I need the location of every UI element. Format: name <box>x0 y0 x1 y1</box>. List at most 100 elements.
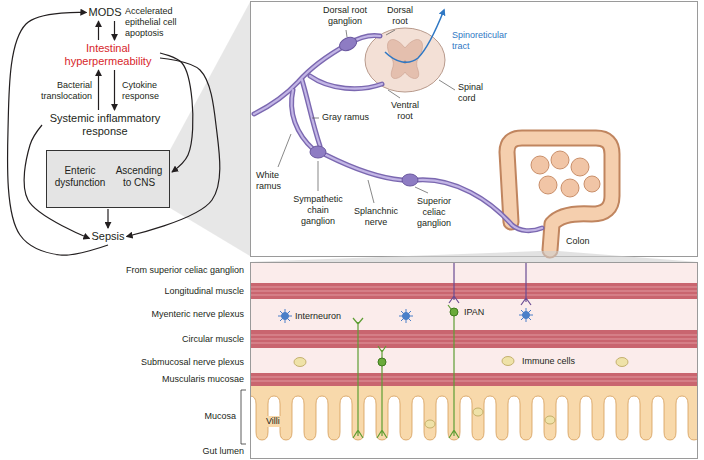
mucosa <box>251 386 697 446</box>
intestine-loop <box>561 179 579 197</box>
leader-line <box>388 90 400 98</box>
ventral-root <box>310 76 382 89</box>
colon <box>507 138 612 250</box>
part-label: Spinal cord <box>458 82 494 104</box>
interneuron-symbol <box>278 309 292 323</box>
immune-cell <box>425 420 435 428</box>
part-label: Dorsal root ganglion <box>314 5 376 27</box>
part-label: Villi <box>264 416 282 427</box>
part-label: From superior celiac ganglion <box>126 265 244 276</box>
part-label: IPAN <box>464 307 484 318</box>
part-label: Ventral root <box>385 100 425 122</box>
sensory-fibre <box>353 318 363 438</box>
interneuron-symbol <box>399 309 413 323</box>
splanchnic-nerve <box>326 155 402 180</box>
flow-term: Sepsis <box>91 230 124 243</box>
circular-muscle <box>251 330 697 348</box>
group-box: Enteric dysfunctionAscending to CNS <box>46 150 170 208</box>
part-label: Gut lumen <box>202 446 244 457</box>
spinal-nerve <box>254 35 380 114</box>
soma <box>403 313 410 320</box>
muscle-striation <box>251 377 697 381</box>
flow-term: Ascending to CNS <box>113 165 165 189</box>
flow-arrow <box>114 70 115 110</box>
nerve-core <box>254 35 542 230</box>
immune-cell <box>502 357 514 366</box>
immune-cell <box>473 408 483 416</box>
colon-wall <box>507 138 612 250</box>
leader-line <box>346 30 347 37</box>
node-text: Systemic inflammatory response <box>44 112 166 138</box>
ventral-root <box>310 76 382 89</box>
edge-label: Cytokine response <box>122 80 172 102</box>
immune-cells <box>294 357 628 429</box>
soma <box>282 313 289 320</box>
muscle-striation <box>251 335 697 343</box>
dendrites <box>519 308 533 322</box>
longitudinal-muscle <box>251 283 697 299</box>
flow-arrow <box>98 70 99 110</box>
part-label: Longitudinal muscle <box>164 286 244 297</box>
part-label: Circular muscle <box>182 334 244 345</box>
sympathetic-ganglion <box>310 146 326 158</box>
muscle-striations <box>251 287 697 381</box>
gray-ramus <box>302 80 320 146</box>
submucosal-process <box>377 346 387 438</box>
extrinsic-fibre <box>521 263 531 305</box>
part-label: Sympathetic chain ganglion <box>290 194 346 227</box>
leader-line <box>386 30 395 35</box>
edge-label: Bacterial translocation <box>34 80 92 102</box>
white-ramus <box>292 90 314 150</box>
part-label: Interneuron <box>295 311 341 322</box>
zoom-wedge <box>170 2 250 256</box>
zoom-wedge <box>250 251 698 262</box>
anatomy-panel <box>251 2 698 257</box>
part-label: Mucosa <box>204 411 236 422</box>
node-text: Enteric dysfunction <box>52 165 108 189</box>
interneurons <box>278 308 533 323</box>
leader-line <box>318 161 319 191</box>
nerve-outline <box>254 35 542 230</box>
immune-cell <box>616 358 628 367</box>
flow-arrow <box>98 21 99 40</box>
muscularis-mucosae <box>251 373 697 386</box>
leader-line <box>439 80 455 90</box>
dendrites <box>278 309 292 323</box>
flow-term: MODS <box>89 6 122 19</box>
gut-wall-panel <box>251 263 698 459</box>
intestine-loop <box>584 176 600 192</box>
leader-line <box>368 180 374 203</box>
part-label: Dorsal root <box>383 5 417 27</box>
mucosa-bracket <box>241 390 246 444</box>
intestine-loop <box>571 158 589 176</box>
extrinsic-fibre <box>449 263 459 303</box>
ipan-neuron <box>450 308 458 316</box>
part-label: Muscularis mucosae <box>162 374 244 385</box>
splanchnic-nerve <box>326 155 402 180</box>
leader-line <box>278 134 291 167</box>
intestine-loop <box>539 176 557 194</box>
interneuron-symbol <box>519 308 533 322</box>
edge-label: Accelerated epithelial cell apoptosis <box>125 6 191 39</box>
dendrites <box>399 309 413 323</box>
soma <box>523 312 530 319</box>
part-label: Splanchnic nerve <box>352 206 400 228</box>
dorsal-root-ganglion <box>337 35 358 53</box>
node-text: Sepsis <box>91 230 124 243</box>
part-label: Colon <box>566 236 590 247</box>
part-label: Superior celiac ganglion <box>412 196 456 229</box>
flow-arrow <box>107 209 108 228</box>
white-ramus <box>292 90 314 150</box>
part-label: Gray ramus <box>322 112 369 123</box>
submucosal-neuron <box>378 358 386 366</box>
flow-term: Intestinal hyperpermeability <box>58 42 158 68</box>
flow-term: Systemic inflammatory response <box>44 112 166 138</box>
immune-cell <box>545 416 555 424</box>
part-label: Submucosal nerve plexus <box>141 357 244 368</box>
celiac-ganglion <box>402 174 418 186</box>
node-text: Ascending to CNS <box>113 165 165 189</box>
part-label: Myenteric nerve plexus <box>151 309 244 320</box>
muscle-striation <box>251 287 697 295</box>
node-text: Intestinal hyperpermeability <box>58 42 158 68</box>
